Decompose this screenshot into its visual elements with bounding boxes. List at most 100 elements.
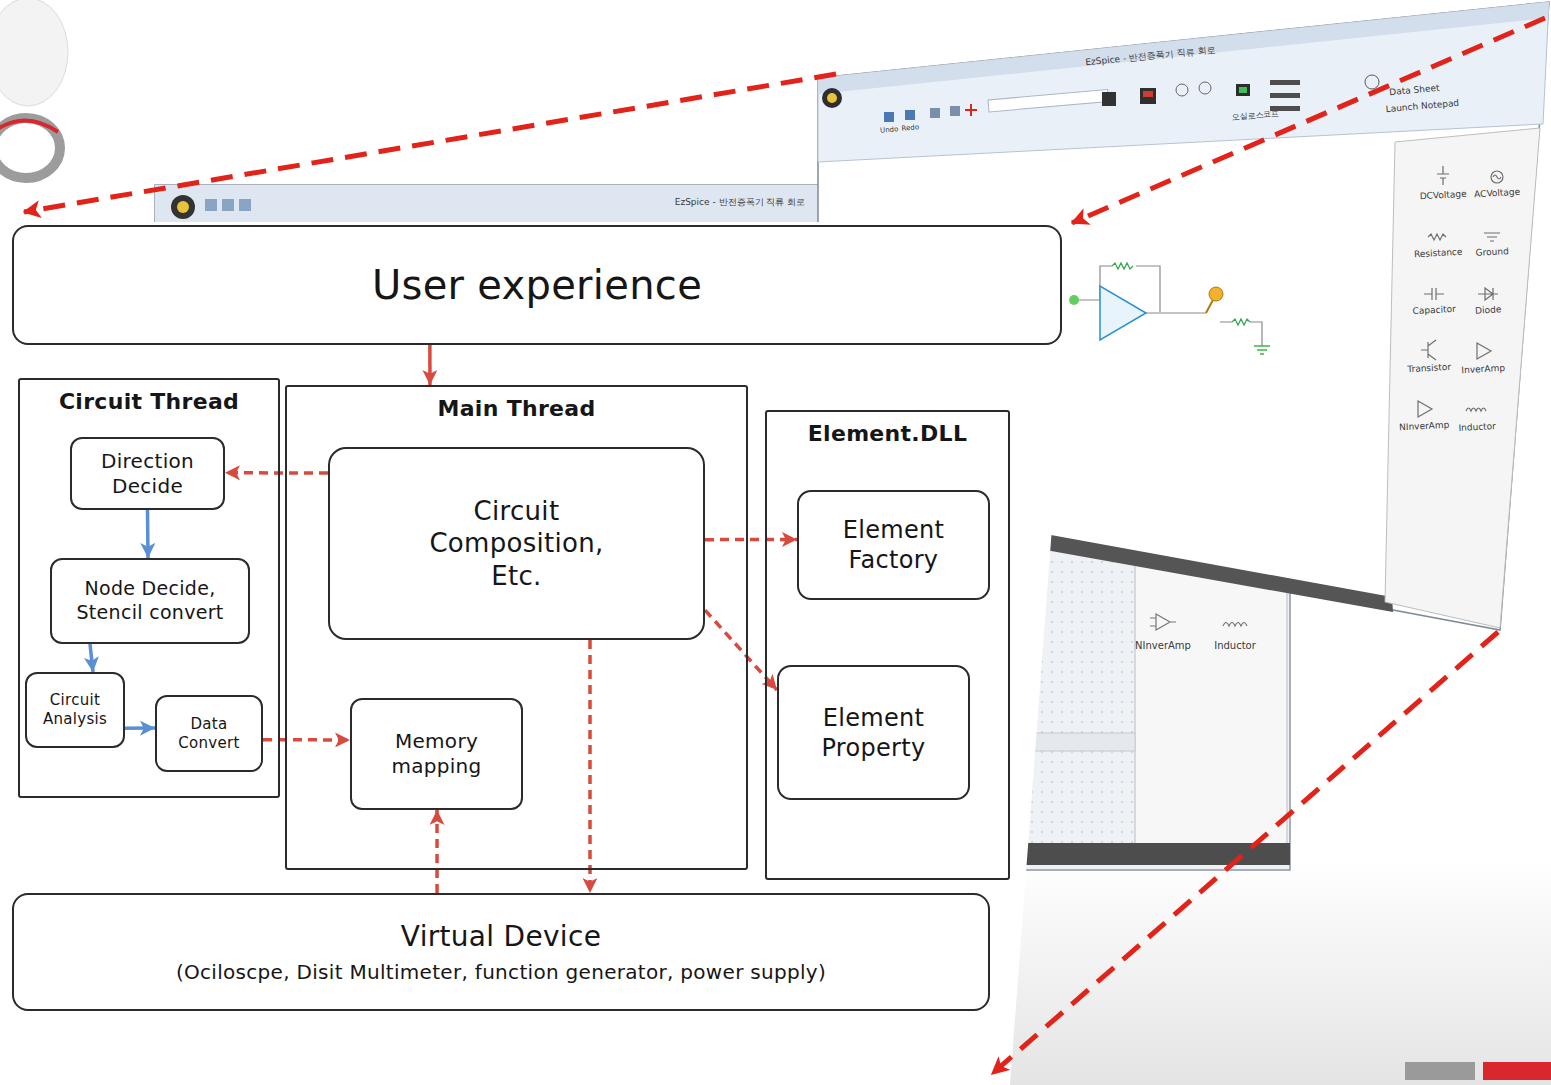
process-box: Element Factory [797, 490, 990, 600]
ui-label: Diode [1475, 305, 1502, 316]
process-box: Element Property [777, 665, 970, 800]
module-panel: Element.DLL Element FactoryElement Proper… [765, 410, 1010, 880]
formula-icon [1365, 75, 1379, 89]
node-label: Memory mapping [377, 729, 497, 779]
text-group: Direction Decide [88, 449, 208, 499]
find-icon [1102, 92, 1116, 106]
node-label: Element Property [794, 703, 954, 763]
thread-panel: Circuit ThreadDirection DecideNode Decid… [18, 378, 280, 798]
text-group: Element.DLL [808, 420, 967, 448]
title-bar [818, 2, 1549, 94]
source-symbol [1069, 295, 1079, 305]
panel-heading: Circuit Thread [59, 388, 239, 416]
ac-source-wave [1493, 175, 1501, 179]
footer-bar [1405, 1062, 1475, 1080]
flow-arrow [263, 738, 350, 742]
ui-label: Undo [880, 126, 899, 135]
layer-band: User experience [12, 225, 1062, 345]
text-group: Circuit Composition, Etc. [417, 495, 617, 593]
undo-icon [884, 112, 894, 122]
zoom-icon [950, 106, 960, 116]
thread-panel: Main ThreadCircuit Composition, Etc. Memo… [285, 385, 748, 870]
sim-icon-screen [1143, 91, 1153, 97]
palette-symbols [1418, 166, 1503, 417]
node-label: User experience [372, 260, 702, 310]
status-bar [1000, 843, 1290, 865]
palette-panel [1385, 128, 1540, 628]
ground-symbol [1254, 346, 1270, 354]
process-box: Data Convert [155, 695, 263, 772]
text-group: Main Thread [438, 395, 596, 423]
node-label: Virtual Device [176, 919, 826, 954]
ui-label: NInverAmp [1399, 421, 1450, 434]
ui-label: Transistor [1407, 363, 1451, 375]
ui-label: Ground [1475, 247, 1509, 259]
process-box: Circuit Composition, Etc. [328, 447, 705, 640]
node-label: Data Convert [165, 715, 253, 753]
text-group: Node Decide, Stencil convert [63, 577, 238, 625]
ui-label: Launch Notepad [1385, 99, 1459, 115]
redo-icon [905, 110, 915, 120]
device-icon [1270, 93, 1300, 98]
name-field [988, 90, 1109, 112]
process-box: Direction Decide [70, 437, 225, 510]
probe-icon [1199, 82, 1211, 94]
wire [1078, 300, 1262, 346]
perspective-line [992, 632, 1498, 1074]
text-group: Element Factory [814, 515, 974, 575]
zoom-icon [930, 108, 940, 118]
text-group: Virtual Device (Ociloscpe, Disit Multimet… [176, 919, 826, 985]
app-logo-dot [177, 201, 189, 213]
flow-arrow [705, 538, 797, 542]
ui-label: DCVoltage [1420, 190, 1467, 202]
ui-label: Resistance [1414, 248, 1463, 260]
app-logo-dot [827, 93, 837, 103]
cross-icon [965, 104, 977, 116]
figure-head [0, 0, 68, 106]
diagram-sheet [0, 222, 1075, 1085]
toolbar-icon [222, 199, 234, 211]
ui-label: Inductor [1214, 640, 1256, 651]
process-box: Memory mapping [350, 698, 523, 810]
probe-icon [1176, 84, 1188, 96]
flow-arrow [90, 644, 93, 672]
magnifier-ring [0, 118, 60, 178]
panel-heading: Main Thread [438, 395, 596, 423]
capacitor-symbol [1424, 288, 1444, 300]
process-box: Circuit Analysis [25, 672, 125, 748]
flow-arrow [435, 810, 439, 893]
opamp-symbol [1100, 286, 1146, 340]
ui-label: EzSpice - 반전증폭기 직류 회로 [675, 198, 806, 208]
app-logo [822, 88, 842, 108]
transistor-symbol [1421, 340, 1436, 360]
node-label: Circuit Analysis [35, 691, 115, 729]
scope-icon-screen [1239, 87, 1247, 93]
panel-heading: Element.DLL [808, 420, 967, 448]
ui-label: InverAmp [1461, 364, 1505, 376]
app-logo [171, 195, 195, 219]
ui-label: NInverAmp [1135, 640, 1191, 651]
ui-label: Inductor [1458, 422, 1496, 434]
resistor-symbol [1428, 234, 1446, 240]
flow-arrow [225, 471, 328, 475]
flow-arrow [428, 345, 432, 385]
node-sublabel: (Ociloscpe, Disit Multimeter, function g… [176, 960, 826, 985]
ac-source-symbol [1491, 171, 1503, 183]
amp-symbol [1418, 401, 1432, 417]
schematic [1069, 263, 1270, 354]
amp-symbol [1150, 614, 1176, 630]
ui-label: 오실로스코프 [1231, 110, 1280, 123]
palette-panel [1135, 560, 1287, 845]
scope-icon [1236, 84, 1250, 96]
magnifier-stripe [0, 120, 58, 132]
footer-bar [1483, 1062, 1551, 1080]
resistor-symbol [1112, 263, 1133, 269]
ui-label: Capacitor [1412, 305, 1456, 317]
probe-symbol [1209, 287, 1223, 301]
toolbar-icon [205, 199, 217, 211]
flow-arrow [125, 726, 155, 730]
text-group: Element Property [794, 703, 954, 763]
